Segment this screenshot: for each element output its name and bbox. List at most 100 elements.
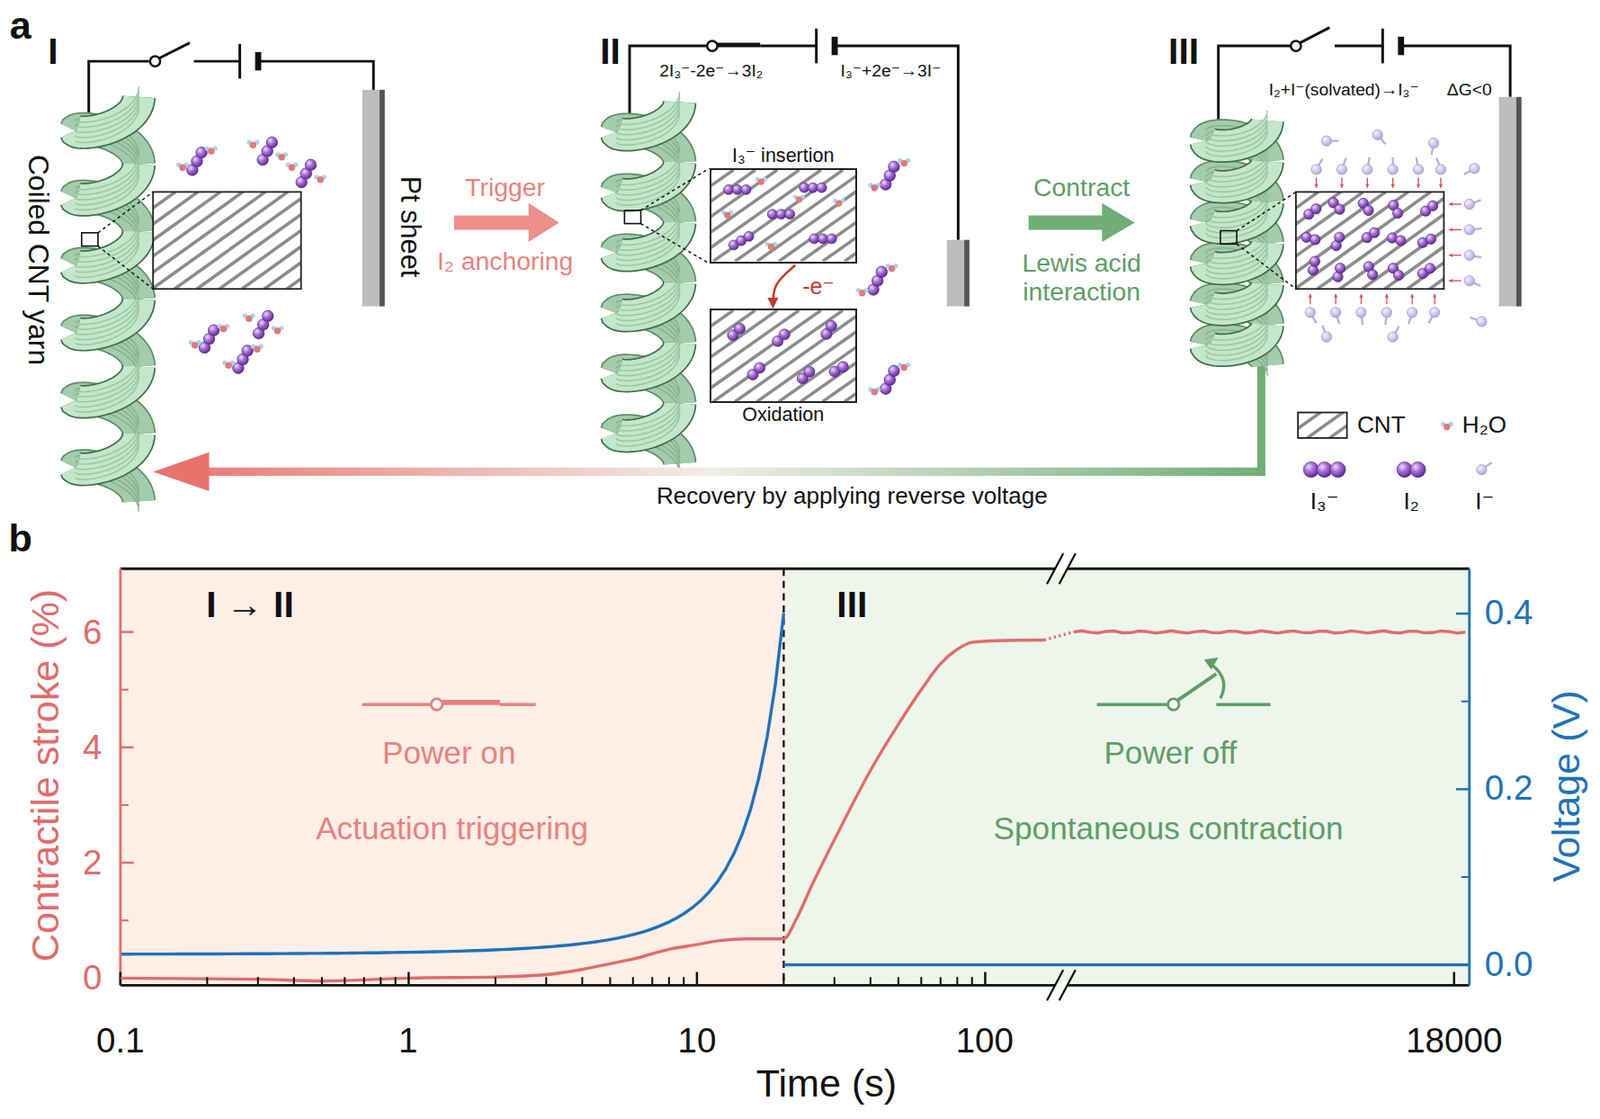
iodide-ion — [1435, 158, 1446, 175]
voltage-curve — [783, 963, 1469, 966]
atom — [837, 360, 849, 372]
yarn-fiber — [75, 429, 139, 465]
phase-note: Power off — [1103, 734, 1237, 771]
atom — [1392, 207, 1403, 218]
triiodide-molecule — [879, 365, 900, 394]
circuit-wire — [194, 60, 241, 63]
zoom-leader — [98, 191, 153, 233]
iodine-molecule — [1358, 197, 1374, 215]
water-molecule — [867, 182, 881, 191]
zoom-leader — [98, 246, 153, 290]
legend-sample — [1303, 462, 1346, 478]
iodide-ion — [1336, 158, 1347, 175]
arrow-head — [1432, 294, 1437, 298]
cnt-hatch — [711, 310, 857, 403]
cnt-line — [711, 310, 822, 403]
water-molecule — [313, 174, 327, 183]
switch-lever — [159, 43, 190, 59]
inset-border — [152, 191, 302, 289]
zoom-marker — [81, 232, 99, 247]
arrow-head — [1391, 184, 1395, 188]
recovery-line — [204, 467, 1266, 476]
arrow-label: Recovery by applying reverse voltage — [656, 482, 1048, 510]
minor-tick — [897, 976, 900, 985]
major-tick — [120, 861, 135, 864]
atom — [1427, 200, 1438, 211]
yarn-fiber — [616, 293, 680, 326]
iodide-atom — [1305, 307, 1315, 318]
yarn-fiber — [616, 348, 680, 381]
diffusion-arrow — [1313, 177, 1318, 188]
atom — [1330, 462, 1346, 478]
yarn-fiber — [75, 153, 139, 189]
iodide-ion — [1362, 157, 1373, 175]
diffusion-arrow — [1340, 177, 1344, 188]
water-molecule — [792, 195, 805, 204]
arrow-head — [1365, 184, 1369, 188]
yarn-fiber — [75, 438, 139, 474]
cnt-line — [1296, 191, 1386, 289]
yarn-fiber — [1206, 110, 1268, 136]
panel-letter: b — [8, 516, 33, 562]
yarn-body — [1206, 120, 1268, 146]
atom — [826, 233, 837, 244]
cnt-line — [844, 169, 856, 262]
yarn-fiber — [616, 353, 680, 386]
pt-sheet-edge — [1516, 97, 1522, 307]
yarn-fiber — [75, 299, 139, 335]
yarn-fiber — [616, 287, 680, 321]
tick-label: 0.4 — [1484, 592, 1534, 633]
electron-transfer-arrow — [772, 265, 796, 307]
switch-icon — [1215, 702, 1270, 706]
arrow-head — [1358, 294, 1363, 298]
reaction-equation: I₃⁻+2e⁻→3I⁻ — [840, 61, 942, 81]
minor-tick — [682, 976, 685, 985]
minor-tick — [920, 976, 922, 985]
stage-label: III — [1168, 29, 1199, 72]
minor-tick — [782, 976, 785, 985]
iodide-atom — [1381, 307, 1392, 318]
yarn-fiber — [1206, 130, 1268, 156]
yarn-fiber — [75, 91, 139, 127]
water-molecule — [188, 339, 202, 349]
iodide-ion — [1464, 198, 1481, 209]
circuit-wire — [759, 44, 816, 48]
atom — [875, 266, 887, 278]
yarn-body — [1206, 160, 1268, 187]
tick-label: 100 — [956, 1020, 1014, 1061]
diffusion-arrow — [1416, 177, 1421, 188]
switch-icon — [1097, 702, 1169, 706]
iodide-atom — [1476, 316, 1487, 327]
yarn-fiber — [75, 294, 139, 330]
iodide-atom — [1464, 224, 1475, 235]
phase-band: IIIPower offSpontaneous contraction — [786, 568, 1470, 985]
minor-tick — [379, 976, 382, 985]
oxygen-atom — [900, 364, 907, 371]
battery-plate — [1381, 28, 1385, 64]
pt-sheet — [362, 89, 385, 307]
iodine-molecule — [820, 320, 837, 340]
minor-tick — [581, 976, 583, 985]
component-label: Coiled CNT yarn — [22, 154, 56, 366]
cnt-hatch — [152, 191, 302, 289]
arrow-head — [1448, 227, 1453, 232]
yarn-fiber — [1206, 160, 1268, 187]
inset-box: Oxidation — [709, 308, 859, 404]
arrow-head — [1313, 184, 1318, 188]
yarn-fiber — [1206, 125, 1268, 152]
cnt-line — [711, 310, 778, 403]
water-molecule — [217, 323, 231, 332]
minor-tick — [833, 976, 836, 985]
pt-sheet-edge — [379, 89, 385, 307]
pt-sheet — [947, 240, 970, 307]
yarn-fiber — [75, 226, 139, 262]
yarn-fiber — [75, 371, 139, 407]
iodine-molecule — [1387, 262, 1404, 280]
iodide-atom — [1476, 464, 1487, 474]
atom — [1334, 204, 1345, 215]
zoom-marker — [624, 210, 641, 224]
atom — [888, 365, 900, 376]
yarn-fiber — [1206, 319, 1268, 345]
cnt-line — [241, 191, 302, 289]
oxygen-atom — [871, 184, 878, 191]
